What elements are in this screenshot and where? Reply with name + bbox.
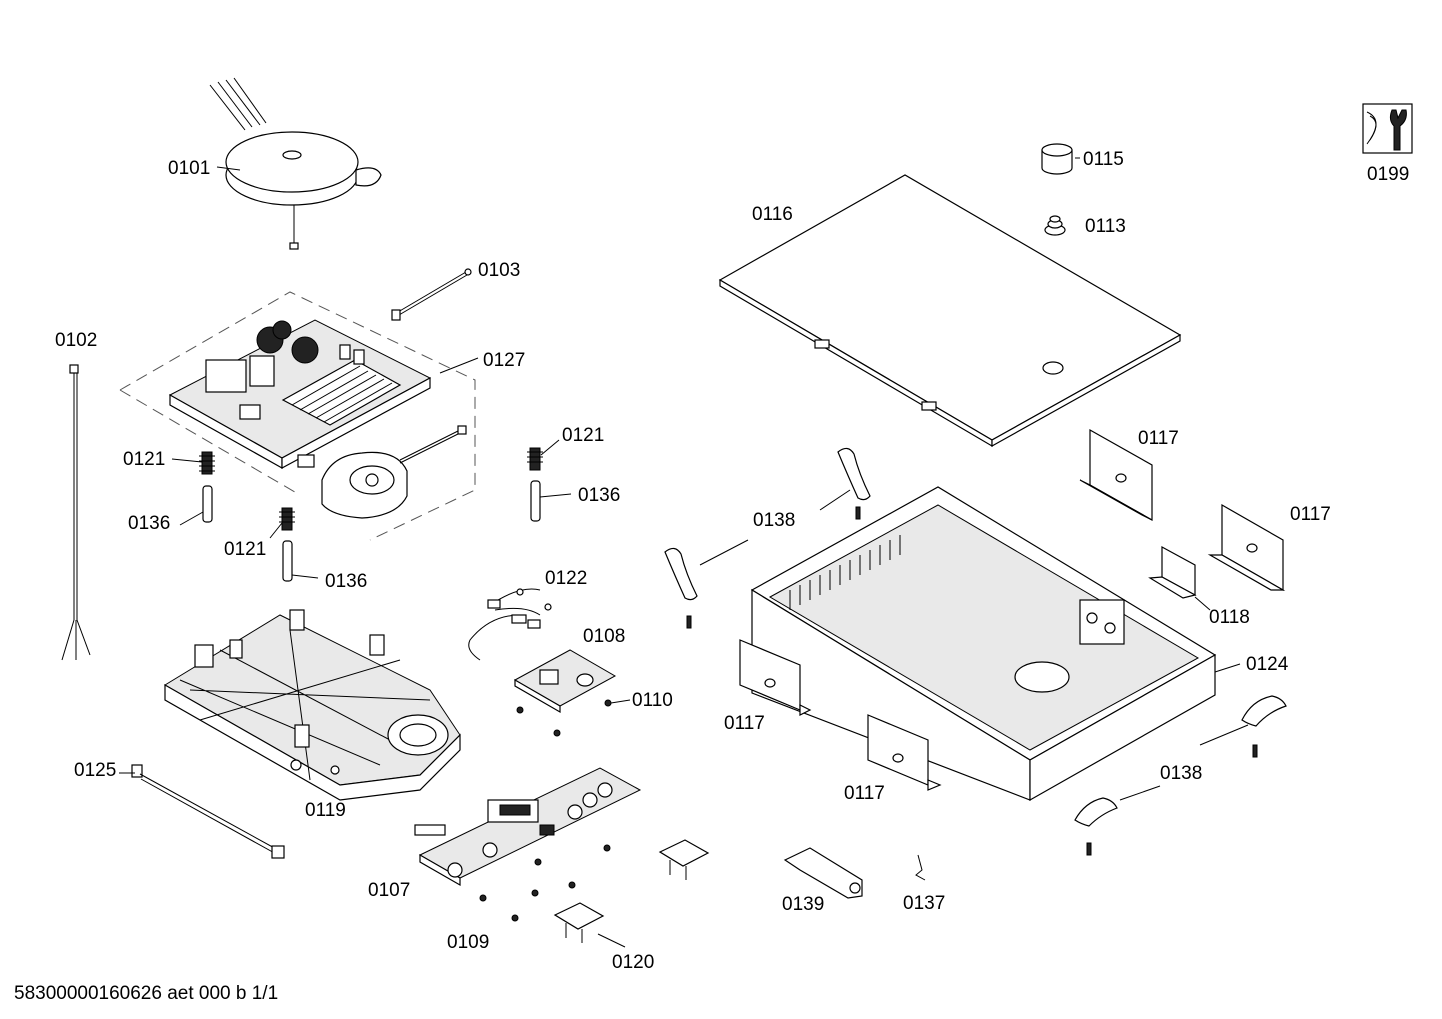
knob-part xyxy=(1041,143,1073,175)
drawing-code: 58300000160626 aet 000 b 1/1 xyxy=(14,983,278,1004)
scraper-tool-part xyxy=(783,847,863,899)
glass-ceramic-top-part xyxy=(718,174,1182,448)
label-0117-right: 0117 xyxy=(1290,504,1331,525)
label-0199: 0199 xyxy=(1367,164,1409,185)
label-0117-bottom: 0117 xyxy=(844,783,885,804)
label-0118: 0118 xyxy=(1209,607,1250,628)
label-0117-left: 0117 xyxy=(724,713,765,734)
label-0119: 0119 xyxy=(305,800,346,821)
label-0103: 0103 xyxy=(478,260,520,281)
label-0108: 0108 xyxy=(583,626,625,647)
label-0136-right: 0136 xyxy=(578,485,620,506)
housing-tray-part xyxy=(750,486,1217,802)
label-0136-center: 0136 xyxy=(325,571,367,592)
label-0137: 0137 xyxy=(903,893,945,914)
label-0121-center: 0121 xyxy=(224,539,266,560)
label-0107: 0107 xyxy=(368,880,410,901)
label-0101: 0101 xyxy=(168,158,210,179)
label-0127: 0127 xyxy=(483,350,525,371)
label-0109: 0109 xyxy=(447,932,489,953)
label-0125: 0125 xyxy=(74,760,116,781)
label-0121-left: 0121 xyxy=(123,449,165,470)
label-0117-top: 0117 xyxy=(1138,428,1179,449)
label-0102: 0102 xyxy=(55,330,97,351)
induction-coil-part xyxy=(209,77,382,250)
label-0124: 0124 xyxy=(1246,654,1289,675)
spring-center xyxy=(279,507,295,531)
label-0122: 0122 xyxy=(545,568,587,589)
sensor-cable-part xyxy=(391,268,472,321)
control-board-part xyxy=(414,767,642,922)
brackets-part xyxy=(553,839,710,943)
power-board-part xyxy=(119,291,476,541)
label-0138-top: 0138 xyxy=(753,510,795,531)
magnet-part xyxy=(1044,215,1066,236)
clamps-0138 xyxy=(664,447,1287,856)
base-tray-part xyxy=(164,609,461,801)
clip-part xyxy=(915,854,926,881)
mounting-brackets-0117 xyxy=(739,428,1286,791)
part-labels: 0101 0102 0103 0127 0121 0121 0121 0136 … xyxy=(55,149,1409,973)
springs-and-spacers xyxy=(199,447,543,582)
small-bracket-0118 xyxy=(1148,545,1197,599)
label-0136-left: 0136 xyxy=(128,513,170,534)
label-0116: 0116 xyxy=(752,204,793,225)
service-tool-icon xyxy=(1362,103,1413,154)
label-0110: 0110 xyxy=(632,690,673,711)
spring-left xyxy=(199,451,215,475)
cable-harness-part xyxy=(61,364,91,661)
label-0115: 0115 xyxy=(1083,149,1124,170)
wiring-harness-part xyxy=(468,588,552,661)
label-0113: 0113 xyxy=(1085,216,1126,237)
ribbon-cable-part xyxy=(131,764,285,859)
label-0120: 0120 xyxy=(612,952,654,973)
leader-lines xyxy=(119,157,1249,948)
label-0139: 0139 xyxy=(782,894,824,915)
label-0138-bottom: 0138 xyxy=(1160,763,1202,784)
label-0121-right: 0121 xyxy=(562,425,604,446)
small-control-board-part xyxy=(513,649,617,737)
spring-right xyxy=(527,447,543,471)
